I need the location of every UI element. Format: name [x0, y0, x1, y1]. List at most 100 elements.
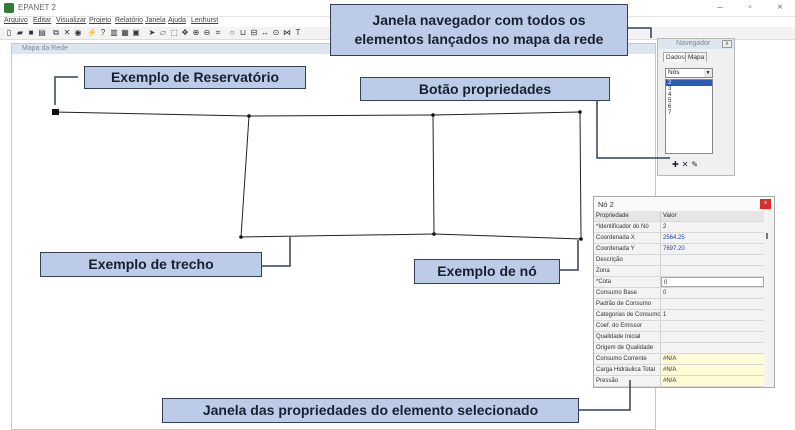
zoom-out-icon[interactable]: ⊖ — [203, 28, 211, 37]
property-row[interactable]: *Identificador do Nó 2 — [594, 222, 764, 233]
property-row[interactable]: Consumo Base 0 — [594, 288, 764, 299]
add-label-icon[interactable]: T — [295, 28, 301, 37]
pipe-2[interactable] — [248, 114, 434, 117]
menu-visualizar[interactable]: Visualizar — [56, 17, 87, 24]
add-pipe-icon[interactable]: ↔ — [261, 28, 269, 37]
zoom-in-icon[interactable]: ⊕ — [192, 28, 200, 37]
pipe-5[interactable] — [432, 114, 435, 235]
property-value[interactable] — [661, 321, 764, 331]
property-name: Categorias de Consumo — [596, 310, 661, 320]
full-extent-icon[interactable]: ⌗ — [215, 28, 221, 37]
select-arrow-icon[interactable]: ➤ — [148, 28, 156, 37]
property-value[interactable] — [661, 255, 764, 265]
property-editor-close-button[interactable]: × — [760, 199, 771, 209]
open-folder-icon[interactable]: ▰ — [16, 28, 24, 37]
delete-object-icon[interactable]: ✕ — [681, 160, 692, 169]
add-reservoir-icon[interactable]: ⊔ — [239, 28, 247, 37]
options-icon[interactable]: ▣ — [132, 28, 140, 37]
list-item[interactable]: 7 — [668, 110, 672, 116]
menu-editar[interactable]: Editar — [33, 17, 52, 24]
property-name: Consumo Corrente — [594, 354, 661, 364]
pipe-8[interactable] — [433, 233, 582, 240]
pipe-3[interactable] — [432, 111, 581, 116]
run-icon[interactable]: ⚡ — [87, 28, 97, 37]
pan-icon[interactable]: ✥ — [181, 28, 189, 37]
property-value[interactable] — [661, 343, 764, 353]
menu-relatorio[interactable]: Relatório — [115, 17, 144, 24]
property-value[interactable]: 2 — [663, 224, 667, 230]
add-junction-icon[interactable]: ○ — [229, 28, 235, 37]
close-button[interactable]: × — [777, 2, 783, 13]
property-row[interactable]: *Cota 0 — [594, 277, 764, 288]
pipe-7[interactable] — [240, 233, 435, 238]
junction-node[interactable] — [579, 237, 583, 241]
menu-ajuda[interactable]: Ajuda — [168, 17, 186, 24]
add-pump-icon[interactable]: ⊙ — [272, 28, 280, 37]
property-row[interactable]: Descrição — [594, 255, 764, 266]
property-row[interactable]: Categorias de Consumo 1 — [594, 310, 764, 321]
print-icon[interactable]: ▤ — [38, 28, 46, 37]
property-value[interactable]: 7697.20 — [663, 246, 685, 252]
property-row[interactable]: Coef. do Emissor — [594, 321, 764, 332]
property-row[interactable]: Coordenada X 2564.25 — [594, 233, 764, 244]
network-map-window[interactable]: Mapa da Rede — [11, 43, 656, 430]
add-valve-icon[interactable]: ⋈ — [283, 28, 291, 37]
property-row[interactable]: Zona — [594, 266, 764, 277]
list-item[interactable]: 3 — [668, 86, 672, 92]
property-value[interactable] — [661, 266, 764, 276]
junction-node[interactable] — [247, 114, 251, 118]
browser-close-button[interactable]: x — [722, 40, 732, 48]
save-icon[interactable]: ■ — [28, 28, 34, 37]
list-item[interactable]: 4 — [668, 92, 672, 98]
properties-button-icon[interactable]: ✎ — [691, 160, 702, 169]
new-file-icon[interactable]: ▯ — [6, 28, 12, 37]
browser-title: Navegador — [676, 40, 711, 47]
tab-mapa[interactable]: Mapa — [685, 52, 708, 62]
junction-node[interactable] — [431, 113, 435, 117]
add-tank-icon[interactable]: ⊟ — [250, 28, 258, 37]
pipe-4[interactable] — [240, 115, 250, 238]
menu-lenhurst[interactable]: Lenhurst — [191, 17, 219, 24]
query-icon[interactable]: ? — [100, 28, 106, 37]
menu-arquivo[interactable]: Arquivo — [4, 17, 28, 24]
graph-icon[interactable]: ▥ — [110, 28, 118, 37]
junction-node[interactable] — [578, 110, 582, 114]
junction-node[interactable] — [239, 235, 243, 239]
epanet-logo-icon — [4, 3, 14, 13]
property-name: Origem de Qualidade — [594, 343, 661, 353]
property-row[interactable]: Padrão de Consumo — [594, 299, 764, 310]
property-row[interactable]: Origem de Qualidade — [594, 343, 764, 354]
add-object-icon[interactable]: ✚ — [672, 160, 682, 169]
chevron-down-icon[interactable]: ▼ — [704, 69, 712, 77]
pipe-1[interactable] — [53, 111, 250, 117]
property-value-input[interactable]: 0 — [661, 277, 764, 287]
object-category-select[interactable]: Nós ▼ — [665, 68, 713, 78]
junction-node[interactable] — [432, 232, 436, 236]
reservoir-node[interactable] — [52, 109, 59, 115]
property-value[interactable]: 2564.25 — [663, 235, 685, 241]
maximize-button[interactable]: ▫ — [748, 2, 752, 13]
property-editor-window[interactable]: Nó 2 × Propriedade Valor *Identificador … — [593, 196, 775, 388]
callout-navegador: Janela navegador com todos os elementos … — [330, 4, 628, 56]
browser-window[interactable]: Navegador x Dados Mapa Nós ▼ 2 3 4 5 6 7… — [657, 38, 735, 176]
list-item[interactable]: 2 — [666, 80, 712, 86]
property-row[interactable]: Coordenada Y 7697.20 — [594, 244, 764, 255]
menu-janela[interactable]: Janela — [145, 17, 166, 24]
table-icon[interactable]: ▦ — [121, 28, 129, 37]
copy-icon[interactable]: ⧉ — [53, 28, 59, 37]
menu-projeto[interactable]: Projeto — [89, 17, 112, 24]
select-region-icon[interactable]: ⬚ — [170, 28, 178, 37]
pipe-6[interactable] — [579, 111, 582, 240]
select-vertex-icon[interactable]: ▱ — [159, 28, 167, 37]
find-icon[interactable]: ◉ — [74, 28, 82, 37]
delete-icon[interactable]: ✕ — [63, 28, 71, 37]
property-grid-scrollbar[interactable] — [766, 233, 768, 239]
property-value[interactable]: 0 — [663, 290, 667, 296]
minimize-button[interactable]: – — [717, 2, 723, 13]
property-value[interactable] — [661, 299, 764, 309]
object-list[interactable]: 2 3 4 5 6 7 — [665, 79, 713, 154]
network-map-canvas[interactable] — [12, 44, 657, 430]
property-row[interactable]: Qualidade Inicial — [594, 332, 764, 343]
property-value[interactable] — [661, 332, 764, 342]
property-value[interactable]: 1 — [663, 312, 667, 318]
